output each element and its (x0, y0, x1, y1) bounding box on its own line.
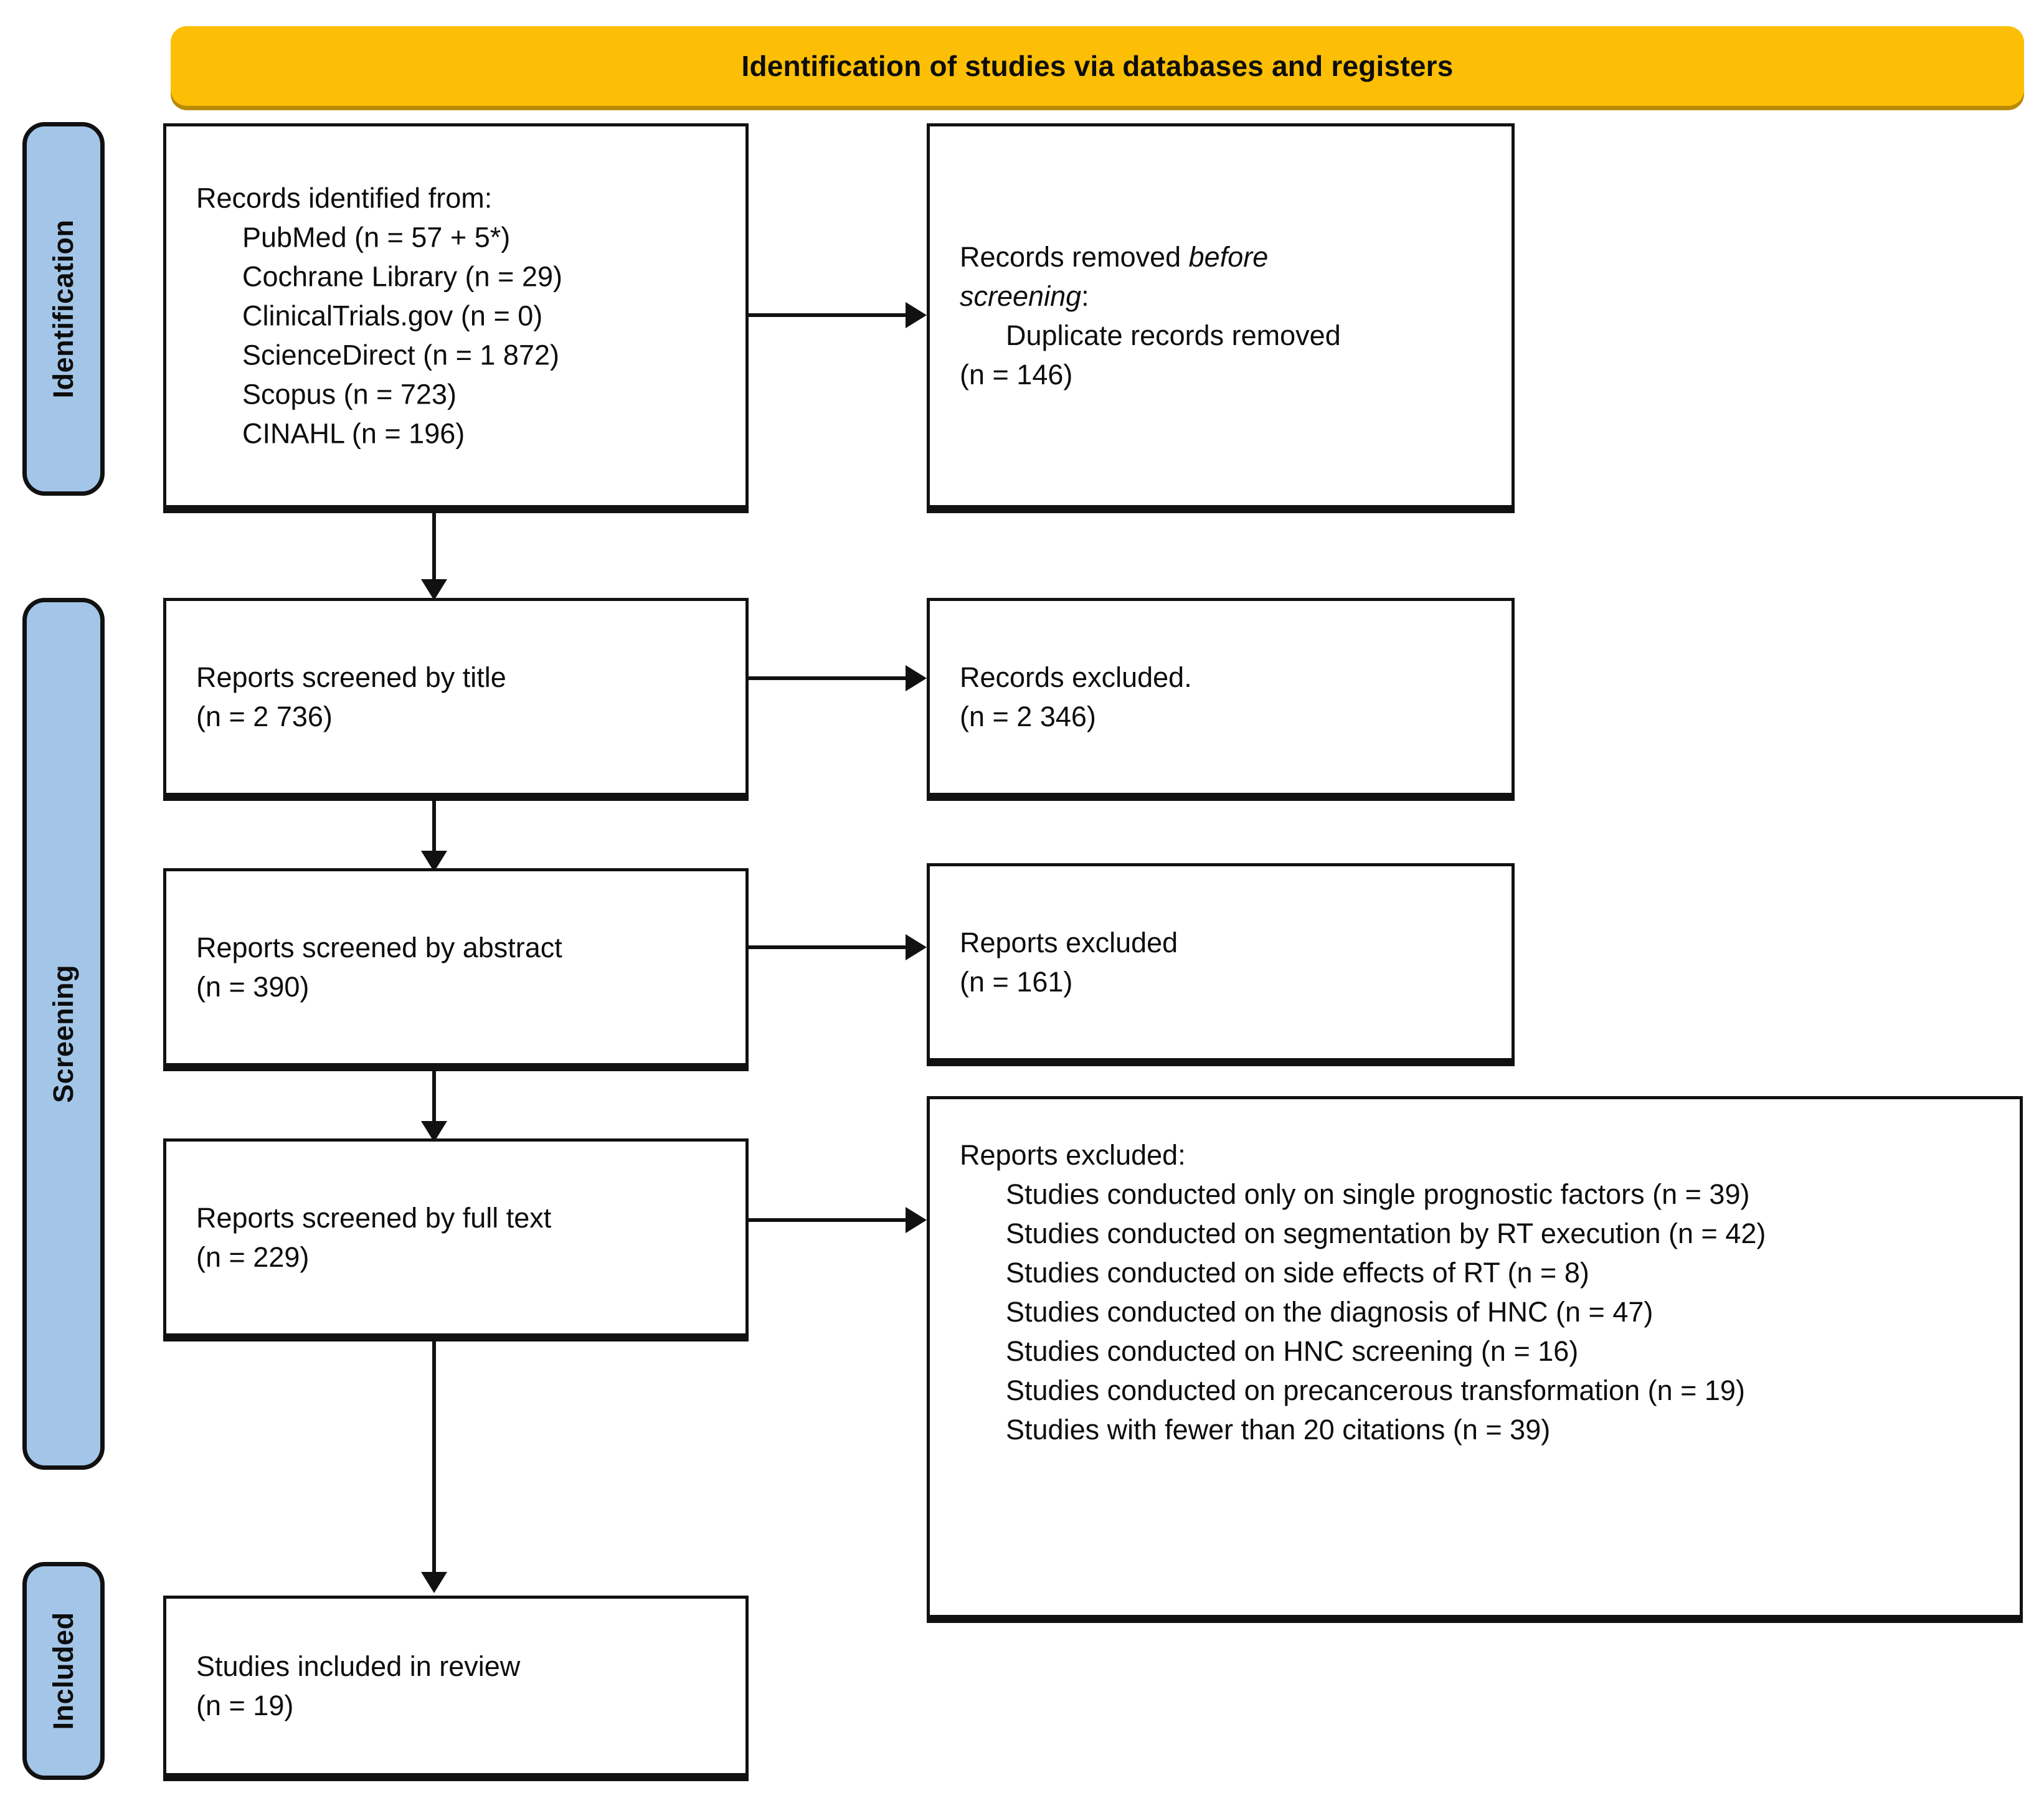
box-excluded-abstract-content: Reports excluded (n = 161) (960, 923, 1498, 1001)
included-label: Studies included in review (196, 1650, 521, 1682)
screened-fulltext-count: (n = 229) (196, 1241, 310, 1273)
box-records-excluded-title: Records excluded. (n = 2 346) (927, 598, 1515, 796)
box-screened-title-content: Reports screened by title (n = 2 736) (196, 658, 732, 736)
exclusion-reason-segmentation-rt: Studies conducted on segmentation by RT … (1006, 1218, 1766, 1249)
box-excluded-title-content: Records excluded. (n = 2 346) (960, 658, 1498, 736)
connector-identified-to-screened-title (432, 513, 436, 585)
arrow-abstract-to-excluded (906, 934, 927, 960)
records-removed-line1: Records removed before (960, 237, 1498, 277)
duplicate-records-removed-label: Duplicate records removed (1006, 319, 1341, 351)
exclusion-reason-precancerous-transformation: Studies conducted on precancerous transf… (1006, 1374, 1745, 1406)
rail-screening-label: Screening (47, 964, 79, 1104)
source-sciencedirect: ScienceDirect (n = 1 872) (242, 339, 559, 371)
exclusion-reason-diagnosis-hnc: Studies conducted on the diagnosis of HN… (1006, 1296, 1654, 1328)
box-reports-screened-by-title: Reports screened by title (n = 2 736) (163, 598, 749, 796)
connector-title-to-excluded (749, 676, 906, 680)
box-included-content: Studies included in review (n = 19) (196, 1647, 732, 1725)
exclusion-reason-fewer-than-20-citations: Studies with fewer than 20 citations (n … (1006, 1414, 1551, 1445)
arrow-fulltext-to-included (421, 1572, 447, 1593)
included-count: (n = 19) (196, 1690, 294, 1721)
excluded-abstract-label: Reports excluded (960, 927, 1178, 958)
excluded-fulltext-heading: Reports excluded: (960, 1139, 1186, 1171)
connector-title-to-abstract (432, 801, 436, 857)
box-screened-abstract-content: Reports screened by abstract (n = 390) (196, 928, 732, 1006)
rail-identification: Identification (22, 122, 105, 496)
connector-fulltext-to-included (432, 1341, 436, 1578)
source-clinicaltrials-gov: ClinicalTrials.gov (n = 0) (242, 300, 543, 332)
box-screened-fulltext-content: Reports screened by full text (n = 229) (196, 1198, 732, 1277)
box-studies-included-in-review: Studies included in review (n = 19) (163, 1596, 749, 1776)
box-reports-excluded-full-text: Reports excluded: Studies conducted only… (927, 1096, 2023, 1618)
source-pubmed: PubMed (n = 57 + 5*) (242, 221, 511, 253)
box-records-identified-content: Records identified from: PubMed (n = 57 … (196, 179, 732, 453)
source-scopus: Scopus (n = 723) (242, 378, 457, 410)
records-identified-heading: Records identified from: (196, 182, 493, 214)
screened-abstract-count: (n = 390) (196, 971, 310, 1003)
connector-abstract-to-excluded (749, 945, 906, 949)
excluded-title-count: (n = 2 346) (960, 701, 1096, 732)
box-records-removed-before-screening: Records removed before screening: Duplic… (927, 123, 1515, 508)
records-removed-screening-emphasis: screening (960, 280, 1082, 312)
records-removed-line2: screening: (960, 277, 1498, 316)
arrow-fulltext-to-excluded (906, 1207, 927, 1233)
banner-title: Identification of studies via databases … (741, 50, 1454, 82)
records-removed-before-emphasis: before (1188, 241, 1269, 273)
records-removed-colon: : (1081, 280, 1089, 312)
exclusion-reason-side-effects-rt: Studies conducted on side effects of RT … (1006, 1257, 1589, 1289)
exclusion-reason-hnc-screening: Studies conducted on HNC screening (n = … (1006, 1335, 1579, 1367)
rail-identification-label: Identification (47, 219, 79, 399)
box-reports-screened-by-abstract: Reports screened by abstract (n = 390) (163, 868, 749, 1066)
arrow-title-to-excluded (906, 665, 927, 691)
source-cinahl: CINAHL (n = 196) (242, 417, 465, 450)
box-reports-excluded-abstract: Reports excluded (n = 161) (927, 863, 1515, 1061)
exclusion-reason-prognostic-factors: Studies conducted only on single prognos… (1006, 1178, 1750, 1210)
box-reports-screened-by-full-text: Reports screened by full text (n = 229) (163, 1138, 749, 1336)
screened-title-count: (n = 2 736) (196, 701, 333, 732)
duplicate-records-removed-count: (n = 146) (960, 359, 1073, 390)
box-records-removed-content: Records removed before screening: Duplic… (960, 237, 1498, 394)
rail-included: Included (22, 1562, 105, 1780)
screened-abstract-label: Reports screened by abstract (196, 932, 562, 963)
excluded-abstract-count: (n = 161) (960, 966, 1073, 998)
rail-screening: Screening (22, 598, 105, 1470)
excluded-title-label: Records excluded. (960, 661, 1192, 693)
records-removed-prefix: Records removed (960, 241, 1189, 273)
arrow-identified-to-screened-title (421, 579, 447, 600)
connector-fulltext-to-excluded (749, 1218, 906, 1222)
connector-identified-to-removed (749, 313, 906, 317)
source-cochrane-library: Cochrane Library (n = 29) (242, 260, 563, 293)
box-records-identified: Records identified from: PubMed (n = 57 … (163, 123, 749, 508)
screened-fulltext-label: Reports screened by full text (196, 1202, 552, 1234)
connector-abstract-to-fulltext (432, 1071, 436, 1127)
box-excluded-fulltext-content: Reports excluded: Studies conducted only… (960, 1135, 2006, 1449)
rail-included-label: Included (47, 1612, 79, 1730)
banner-identification: Identification of studies via databases … (171, 26, 2024, 106)
screened-title-label: Reports screened by title (196, 661, 506, 693)
arrow-identified-to-removed (906, 302, 927, 328)
